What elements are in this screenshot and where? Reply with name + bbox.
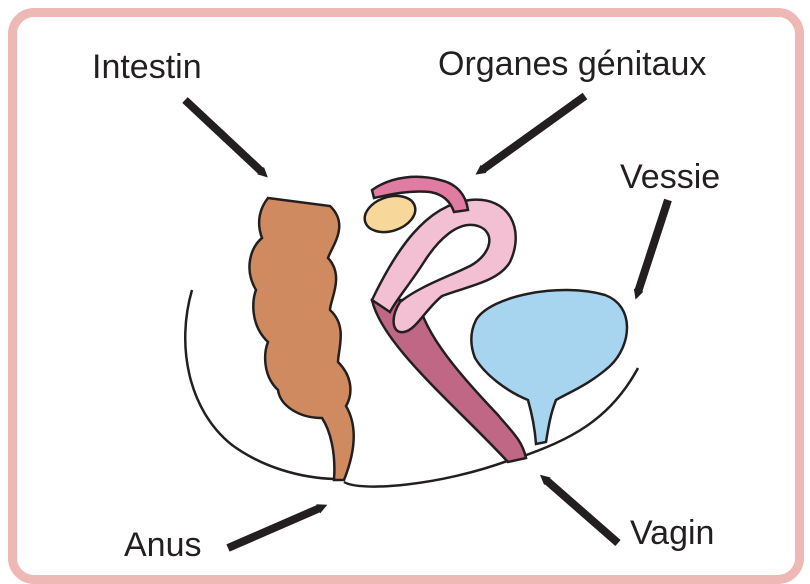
vessie-arrow	[638, 200, 668, 292]
intestine-shape	[249, 198, 353, 480]
ovary-shape	[360, 190, 420, 238]
vagin-label: Vagin	[630, 516, 714, 550]
intestin-arrow	[185, 100, 262, 172]
anus-label: Anus	[124, 528, 202, 562]
vagin-arrow	[546, 480, 618, 543]
organes-arrow	[482, 96, 585, 170]
intestin-label: Intestin	[92, 50, 202, 84]
body-contour-perineum	[344, 460, 510, 487]
organes-genitaux-label: Organes génitaux	[438, 47, 706, 81]
anus-arrow	[228, 508, 320, 548]
vessie-label: Vessie	[620, 160, 720, 194]
